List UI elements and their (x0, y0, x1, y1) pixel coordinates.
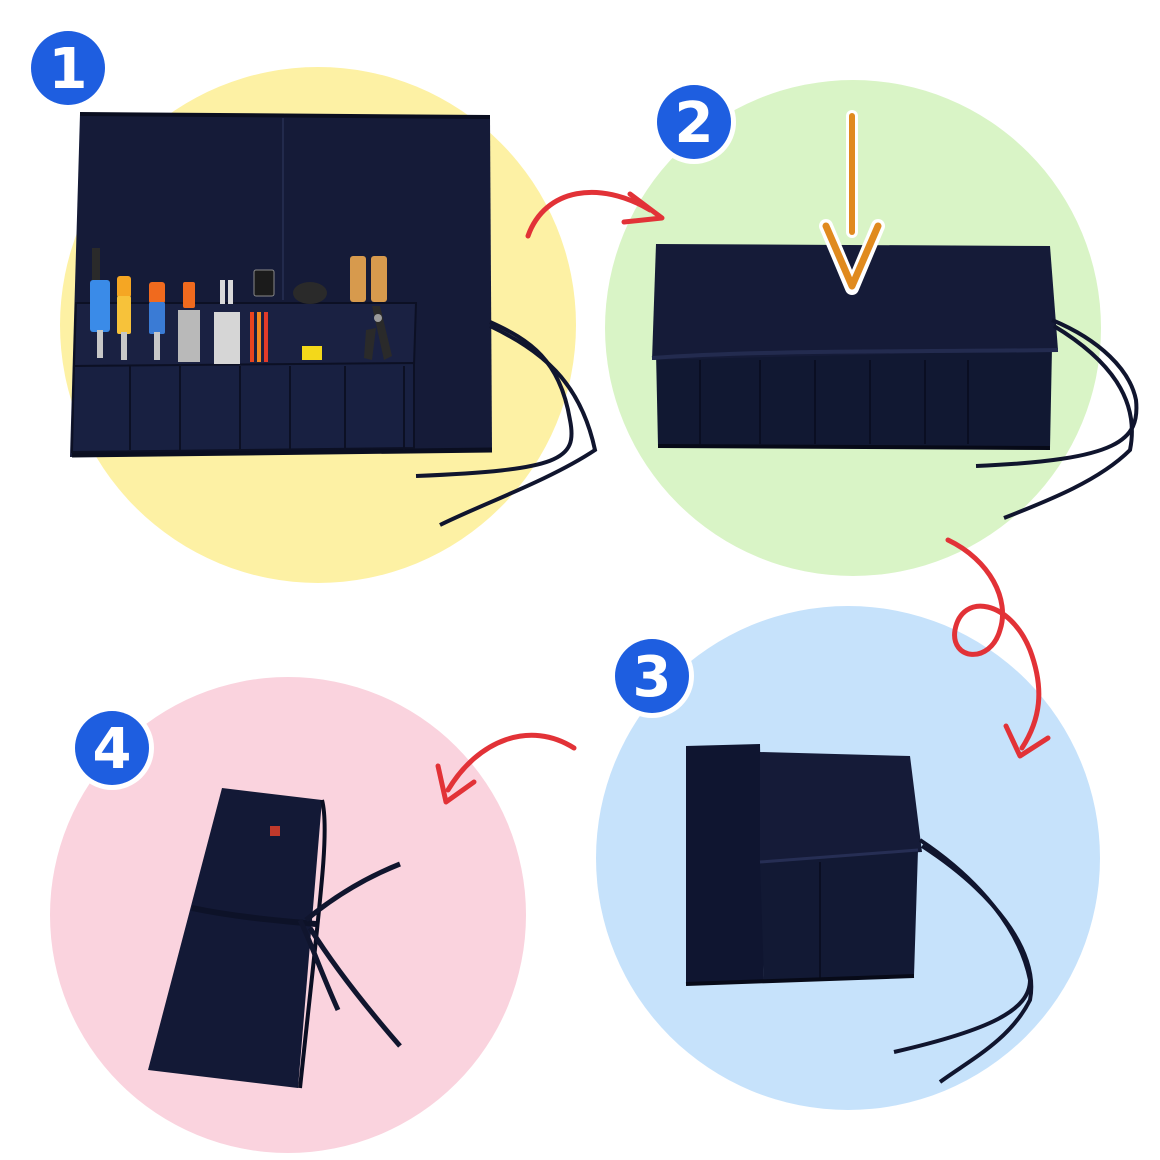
pliers (364, 306, 392, 360)
fabric-binding (71, 447, 493, 458)
arrowhead (1003, 723, 1051, 759)
fabric-binding (759, 848, 919, 864)
rolled-body (148, 788, 322, 1088)
flow-arrows (435, 189, 1051, 805)
step-3: 3 (596, 606, 1100, 1110)
loop-arrow-icon (945, 537, 1042, 751)
brand-label (270, 826, 280, 836)
tie-straps (415, 320, 598, 527)
tape-measure (293, 282, 327, 360)
step-3-badge: 3 (610, 634, 694, 718)
fabric-binding (657, 444, 1051, 450)
step-3-number: 3 (633, 645, 672, 710)
tool-roll-unrolled (70, 112, 598, 527)
tie-straps (975, 318, 1139, 520)
flap-edge (651, 348, 1059, 360)
step-4-badge: 4 (70, 706, 154, 790)
lower-pocket (70, 361, 415, 454)
open-flap (760, 752, 922, 862)
step-2-badge: 2 (652, 80, 736, 164)
folded-flap (652, 244, 1058, 360)
tie-straps (893, 838, 1034, 1084)
tool-roll-flap-folded (651, 244, 1139, 520)
tie-straps (297, 861, 402, 1048)
pocket-dividers (129, 366, 405, 450)
screwdriver (149, 282, 165, 360)
screwdriver (117, 276, 131, 360)
fabric-binding (685, 974, 915, 986)
step-1: 1 (26, 26, 598, 583)
pocket-body (656, 348, 1052, 448)
pencils (250, 269, 275, 362)
fold-arrow (819, 110, 885, 295)
step-1-number: 1 (49, 37, 88, 102)
step-4: 4 (50, 677, 526, 1153)
tool-roll-rolling (685, 744, 1034, 1084)
curved-arrow-icon (525, 189, 653, 239)
tools (90, 248, 392, 364)
file-tool (178, 282, 200, 362)
pocket-section (760, 850, 918, 980)
pocket-dividers (699, 360, 969, 444)
fabric-binding (79, 112, 491, 119)
arrowhead (435, 763, 477, 805)
sharpening-stone (214, 280, 240, 364)
step-2: 2 (605, 80, 1139, 576)
arrowhead (621, 191, 665, 225)
curved-arrow-icon (445, 732, 577, 793)
step-1-badge: 1 (26, 26, 110, 110)
rolled-part (686, 744, 764, 984)
chisels (350, 256, 387, 302)
rolled-edge (298, 799, 327, 1089)
step-2-number: 2 (675, 91, 714, 156)
tool-roll-rolled (148, 788, 402, 1089)
step-4-number: 4 (93, 717, 132, 782)
screwdriver (90, 248, 110, 358)
